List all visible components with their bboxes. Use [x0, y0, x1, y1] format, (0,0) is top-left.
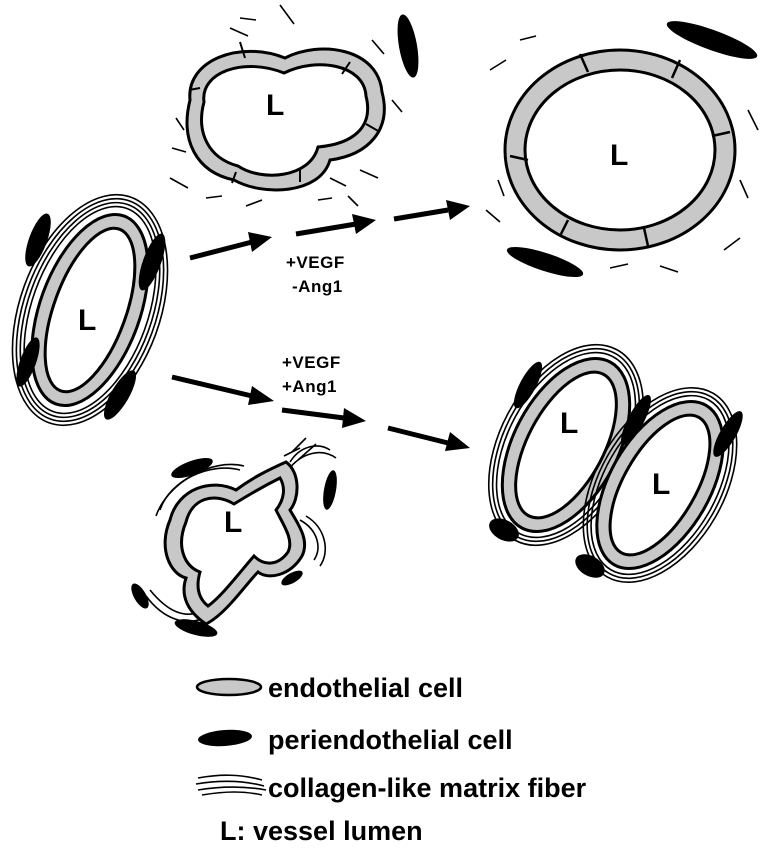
lumen-label: L	[78, 304, 96, 337]
enlarged-vessel: L	[486, 14, 761, 283]
arrowhead	[446, 200, 470, 220]
arrowhead	[352, 214, 376, 234]
legend-item-periendothelial: periendothelial cell	[198, 725, 513, 755]
lumen-label: L	[266, 89, 284, 122]
lumen-label: L	[560, 407, 578, 440]
lumen-label: L	[610, 139, 628, 172]
legend: endothelial cell periendothelial cell co…	[196, 673, 587, 846]
periendothelial-cell-icon	[198, 728, 253, 748]
collagen-fiber-icon	[196, 775, 266, 795]
sprouting-vessel: L	[128, 438, 340, 640]
condition-line: +Ang1	[282, 377, 337, 396]
dilated-vessel: L	[170, 5, 422, 206]
arrowhead	[248, 232, 272, 252]
periendothelial-cell	[321, 469, 340, 510]
initial-vessel: L	[0, 173, 197, 446]
legend-label: L: vessel lumen	[220, 816, 423, 846]
legend-item-collagen: collagen-like matrix fiber	[196, 773, 587, 803]
arrows-top-row	[190, 200, 470, 258]
periendothelial-cell	[20, 211, 56, 270]
lumen-label: L	[224, 506, 242, 539]
arrowhead	[445, 432, 470, 451]
periendothelial-cell	[128, 581, 152, 611]
endothelial-cell-icon	[197, 679, 261, 695]
legend-label: endothelial cell	[268, 673, 463, 703]
condition-line: +VEGF	[282, 353, 341, 372]
condition-label-vegf-minus-ang1: +VEGF -Ang1	[286, 253, 345, 296]
condition-line: -Ang1	[292, 277, 343, 296]
legend-label: collagen-like matrix fiber	[268, 773, 587, 803]
arrowhead	[342, 408, 366, 428]
legend-item-lumen: L: vessel lumen	[220, 816, 423, 846]
arrowhead	[248, 386, 274, 405]
lumen-label: L	[652, 468, 670, 501]
periendothelial-cell	[394, 13, 423, 79]
condition-label-vegf-plus-ang1: +VEGF +Ang1	[282, 353, 341, 396]
legend-item-endothelial: endothelial cell	[197, 673, 463, 703]
legend-label: periendothelial cell	[268, 725, 513, 755]
periendothelial-cell	[504, 241, 586, 283]
periendothelial-cell	[663, 14, 760, 66]
condition-line: +VEGF	[286, 253, 345, 272]
